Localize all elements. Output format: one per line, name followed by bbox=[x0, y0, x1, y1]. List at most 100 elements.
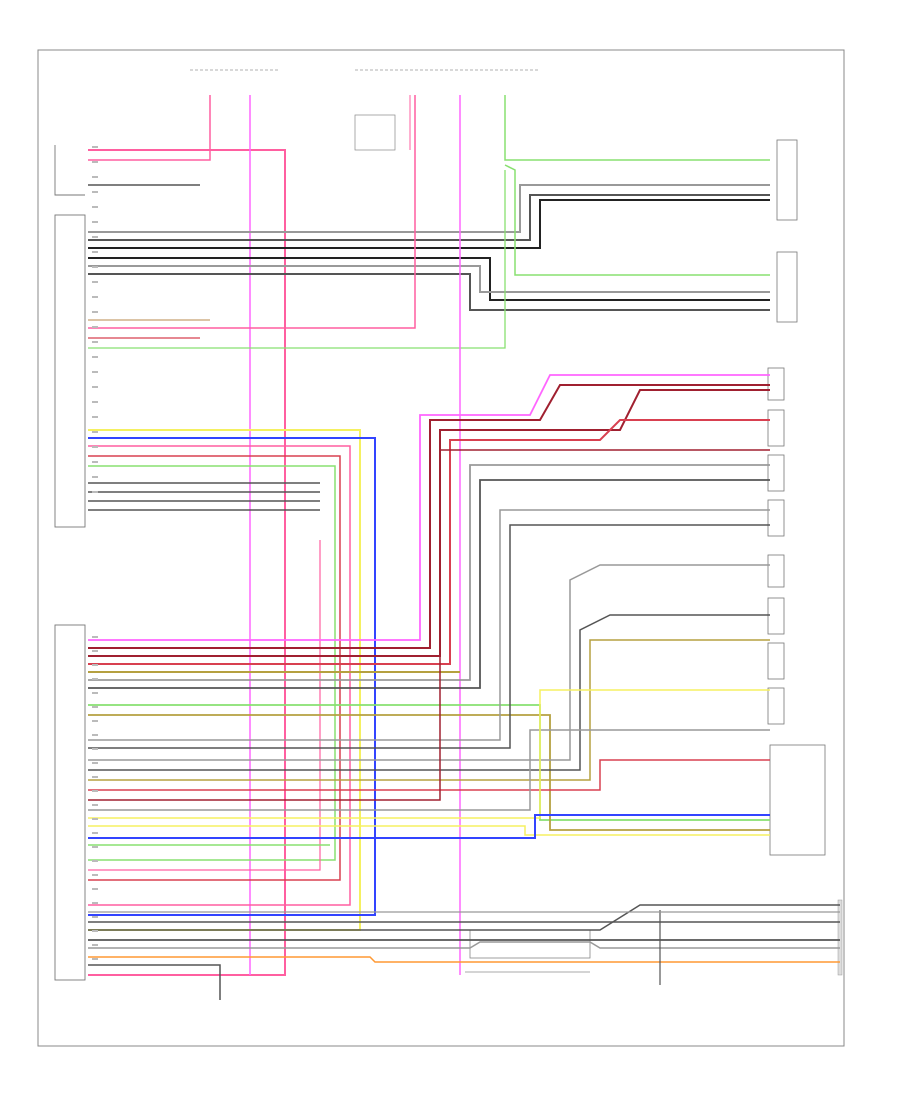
pin-marker bbox=[92, 930, 98, 932]
pin-marker bbox=[92, 874, 98, 876]
pin-marker bbox=[92, 832, 98, 834]
amplifier-unit-box bbox=[54, 624, 86, 981]
wire-7 bbox=[88, 257, 770, 301]
pin-marker bbox=[92, 161, 98, 163]
subwoofer-box bbox=[769, 744, 826, 856]
fuse-relay-box bbox=[354, 114, 396, 151]
pin-marker bbox=[92, 650, 98, 652]
wire-5 bbox=[88, 194, 770, 241]
wire-9 bbox=[88, 273, 770, 311]
wire-28 bbox=[88, 384, 770, 649]
left-rear-speaker-box bbox=[776, 139, 798, 221]
pin-marker bbox=[92, 818, 98, 820]
wire-10 bbox=[504, 95, 770, 161]
radio-top-bracket bbox=[54, 145, 85, 196]
diagram-border bbox=[37, 49, 845, 1047]
pin-marker bbox=[92, 146, 98, 148]
pin-marker bbox=[92, 236, 98, 238]
pin-marker bbox=[92, 888, 98, 890]
pin-marker bbox=[92, 734, 98, 736]
pin-marker bbox=[92, 281, 98, 283]
subwoofer-control-module-box bbox=[469, 929, 591, 959]
left-front-tweeter-box bbox=[767, 554, 785, 588]
wire-51 bbox=[88, 964, 221, 1000]
labels-group bbox=[92, 146, 98, 960]
wire-35 bbox=[88, 714, 770, 831]
pin-marker bbox=[92, 191, 98, 193]
pin-marker bbox=[92, 916, 98, 918]
wires-group bbox=[88, 95, 840, 1000]
pin-marker bbox=[92, 311, 98, 313]
right-front-door-speaker-box bbox=[767, 499, 785, 537]
pin-marker bbox=[92, 326, 98, 328]
pin-marker bbox=[92, 846, 98, 848]
wire-37 bbox=[88, 524, 770, 749]
pin-marker bbox=[92, 958, 98, 960]
wire-41 bbox=[88, 759, 770, 791]
subwoofer-amp-box bbox=[837, 899, 843, 976]
pin-marker bbox=[92, 221, 98, 223]
pin-marker bbox=[92, 804, 98, 806]
right-front-midrange-box bbox=[767, 409, 785, 447]
pin-marker bbox=[92, 431, 98, 433]
wire-43 bbox=[88, 729, 770, 811]
wire-50 bbox=[88, 956, 840, 963]
left-front-midrange-box bbox=[767, 597, 785, 635]
pin-marker bbox=[92, 636, 98, 638]
wire-45 bbox=[88, 825, 770, 836]
wire-46 bbox=[88, 814, 770, 839]
wire-53 bbox=[88, 904, 840, 931]
wire-20 bbox=[88, 455, 341, 881]
pin-marker bbox=[92, 341, 98, 343]
pin-marker bbox=[92, 678, 98, 680]
wire-32 bbox=[88, 464, 770, 681]
left-front-door-speaker-box bbox=[767, 687, 785, 725]
pin-marker bbox=[92, 776, 98, 778]
wire-6 bbox=[88, 199, 770, 249]
wire-8 bbox=[88, 265, 770, 293]
wire-13 bbox=[88, 95, 416, 329]
pin-marker bbox=[92, 266, 98, 268]
wire-4 bbox=[88, 184, 770, 233]
pin-marker bbox=[92, 860, 98, 862]
wire-26 bbox=[88, 540, 321, 871]
wire-44 bbox=[88, 689, 770, 819]
wire-19 bbox=[88, 445, 351, 906]
wire-33 bbox=[88, 479, 770, 689]
pin-marker bbox=[92, 944, 98, 946]
wire-27 bbox=[88, 374, 770, 641]
left-front-woofer-box bbox=[767, 642, 785, 680]
wire-42 bbox=[88, 449, 770, 801]
pin-marker bbox=[92, 461, 98, 463]
pin-marker bbox=[92, 902, 98, 904]
wire-11 bbox=[504, 164, 770, 276]
pin-marker bbox=[92, 664, 98, 666]
wire-38 bbox=[88, 564, 770, 761]
right-front-tweeter-box bbox=[767, 367, 785, 401]
pin-marker bbox=[92, 446, 98, 448]
pin-marker bbox=[92, 476, 98, 478]
wire-1 bbox=[88, 95, 211, 161]
pin-marker bbox=[92, 296, 98, 298]
wire-15 bbox=[88, 170, 506, 349]
pin-marker bbox=[92, 720, 98, 722]
pin-marker bbox=[92, 206, 98, 208]
radio-unit-box bbox=[54, 214, 86, 528]
pin-marker bbox=[92, 356, 98, 358]
wire-40 bbox=[88, 639, 770, 781]
right-front-woofer-box bbox=[767, 454, 785, 492]
pin-marker bbox=[92, 748, 98, 750]
wire-0 bbox=[88, 149, 286, 976]
pin-marker bbox=[92, 371, 98, 373]
right-rear-speaker-box bbox=[776, 251, 798, 323]
wire-36 bbox=[88, 509, 770, 741]
pin-marker bbox=[92, 386, 98, 388]
pin-marker bbox=[92, 251, 98, 253]
pin-marker bbox=[92, 491, 98, 493]
pin-marker bbox=[92, 790, 98, 792]
wire-49 bbox=[88, 941, 840, 949]
wire-18 bbox=[88, 437, 376, 916]
wire-39 bbox=[88, 614, 770, 771]
